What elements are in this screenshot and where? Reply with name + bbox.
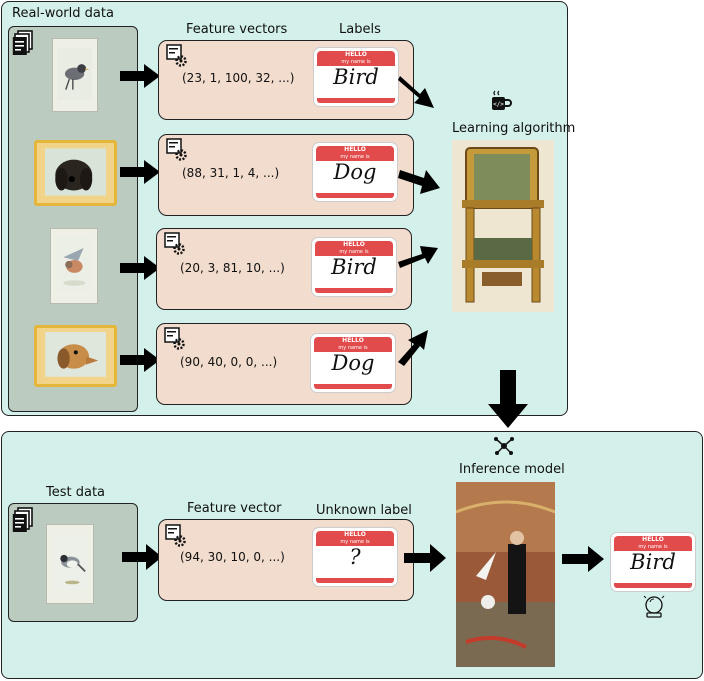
feature-gear-icon — [164, 327, 185, 350]
learning-algorithm-title: Learning algorithm — [452, 121, 576, 136]
tag-hello: HELLO — [343, 241, 365, 248]
arrow-right — [120, 160, 160, 184]
arrow-down — [488, 370, 528, 428]
tag-hello: HELLO — [345, 51, 367, 58]
tag-my-name-is: my name is — [340, 539, 370, 545]
code-mug-icon: </> — [492, 90, 512, 110]
arrow-to-learning-algorithm — [398, 76, 434, 108]
dog-card-image — [34, 325, 117, 387]
arrow-right — [120, 64, 160, 88]
dog-card-image — [34, 140, 117, 206]
tag-hello: HELLO — [342, 337, 364, 344]
arrow-right — [122, 544, 162, 570]
real-world-data-title: Real-world data — [12, 6, 114, 21]
documents-icon — [12, 30, 33, 55]
network-icon — [494, 437, 514, 455]
tag-my-name-is: my name is — [638, 544, 668, 550]
feature-vector-value: (94, 30, 10, 0, ...) — [180, 550, 285, 564]
svg-text:</>: </> — [493, 101, 504, 108]
labels-title: Labels — [339, 22, 381, 37]
tag-word: ? — [349, 545, 361, 569]
feature-vector-value: (90, 40, 0, 0, ...) — [180, 355, 278, 369]
arrow-to-learning-algorithm — [398, 170, 440, 194]
tag-word: Dog — [333, 160, 377, 184]
arrow-to-learning-algorithm — [398, 246, 438, 268]
tag-my-name-is: my name is — [339, 249, 369, 255]
bird-card-image — [50, 228, 98, 304]
tag-word: Dog — [331, 351, 375, 375]
tag-word: Bird — [333, 65, 379, 89]
arrow-right — [120, 256, 160, 280]
feature-vector-value: (88, 31, 1, 4, ...) — [182, 166, 280, 180]
feature-gear-icon — [164, 232, 185, 255]
feature-gear-icon — [165, 524, 186, 547]
tag-hello: HELLO — [344, 146, 366, 153]
arrow-right — [120, 348, 160, 372]
tag-hello: HELLO — [344, 531, 366, 538]
documents-icon — [12, 507, 33, 532]
unknown-label-title: Unknown label — [316, 503, 412, 518]
tag-my-name-is: my name is — [341, 59, 371, 65]
feature-gear-icon — [166, 44, 187, 67]
bird-card-image — [52, 38, 98, 112]
tag-hello: HELLO — [642, 536, 664, 543]
arrow-right — [404, 544, 446, 572]
loom-machine-image — [452, 140, 554, 312]
test-data-title: Test data — [46, 485, 106, 500]
tag-word: Bird — [331, 255, 377, 279]
tag-my-name-is: my name is — [340, 154, 370, 160]
feature-vector-value: (20, 3, 81, 10, ...) — [180, 261, 285, 275]
tag-word: Bird — [630, 550, 676, 574]
crystal-ball-icon — [643, 595, 665, 618]
feature-gear-icon — [166, 138, 187, 161]
tag-my-name-is: my name is — [338, 345, 368, 351]
arrow-right — [562, 546, 604, 572]
inference-model-title: Inference model — [459, 462, 565, 477]
feature-vectors-title: Feature vectors — [186, 22, 288, 37]
test-bird-card-image — [46, 524, 94, 604]
magician-image — [456, 482, 555, 667]
arrow-to-learning-algorithm — [398, 330, 428, 366]
feature-vector-title: Feature vector — [187, 501, 282, 516]
feature-vector-value: (23, 1, 100, 32, ...) — [182, 71, 295, 85]
